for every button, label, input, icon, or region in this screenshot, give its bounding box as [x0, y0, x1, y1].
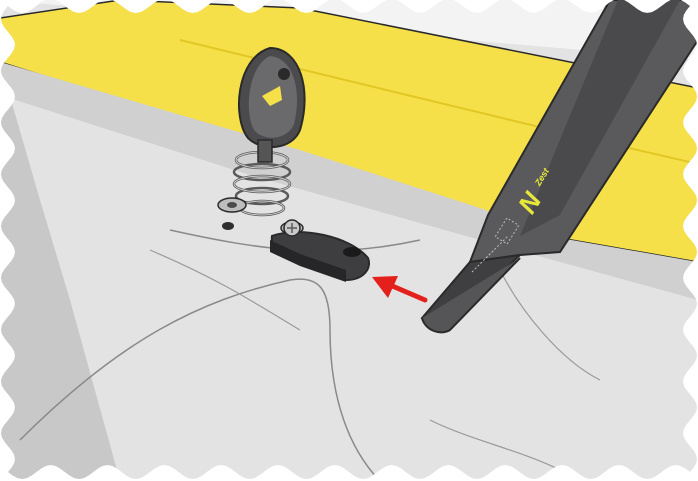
- washer-left-hole: [227, 202, 237, 208]
- deck-hole: [222, 222, 234, 230]
